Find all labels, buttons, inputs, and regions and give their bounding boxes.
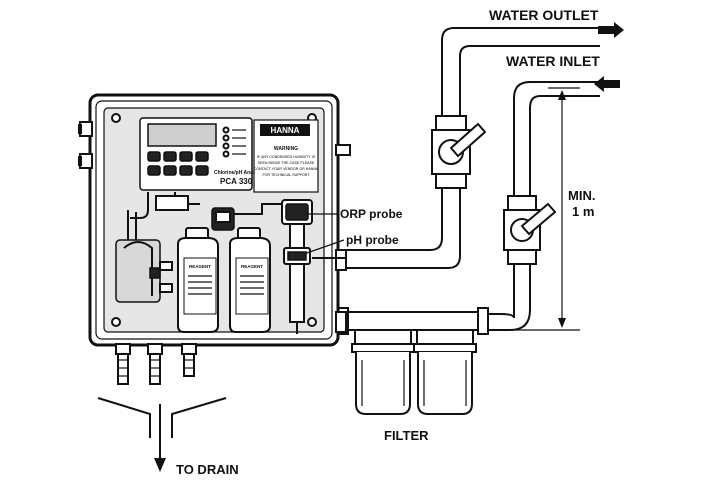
warning-line-2: SEEN INSIDE THE CASE PLEASE [258, 161, 315, 165]
bottle-1-label: REAGENT [189, 264, 211, 269]
filter-assembly [337, 307, 489, 415]
orp-probe-label: ORP probe [340, 207, 403, 221]
valve-handle-icon [520, 202, 557, 236]
inlet-valve [503, 195, 557, 265]
filter-housing-1 [351, 329, 415, 415]
min-label-line-1: MIN. [568, 188, 595, 203]
brand-logo-text: HANNA [271, 126, 300, 135]
arrow-right-icon [598, 22, 624, 38]
warning-line-3: CONTACT YOUR VENDOR OR HANNA [254, 167, 319, 171]
lcd-display [147, 123, 217, 147]
bottle-2-label: REAGENT [241, 264, 263, 269]
outlet-valve [431, 115, 487, 189]
ph-probe-label: pH probe [346, 233, 399, 247]
min-label-line-2: 1 m [572, 204, 594, 219]
controller-panel: Chlorine/pH Analyzer PCA 330 [139, 117, 264, 191]
analyzer-cabinet: Chlorine/pH Analyzer PCA 330 HANNA WARNI… [78, 93, 351, 385]
warning-line-4: FOR TECHNICAL SUPPORT [262, 173, 310, 177]
model-text: PCA 330 [220, 177, 253, 186]
filter-housing-2 [413, 329, 477, 415]
reagent-bottle-2: REAGENT [229, 227, 271, 333]
water-outlet-label: WATER OUTLET [489, 7, 599, 23]
series-text: Chlorine/pH Analyzer [214, 170, 264, 176]
warning-line-1: IF ANY CONDENSED HUMIDITY IS [257, 155, 316, 159]
water-inlet-label: WATER INLET [506, 53, 600, 69]
water-outlet-pipe [345, 27, 600, 269]
bottom-fittings [115, 343, 197, 385]
ph-probe-leader [303, 239, 345, 255]
keypad [147, 151, 209, 176]
reagent-bottle-1: REAGENT [177, 227, 219, 333]
drain-funnel [97, 397, 227, 472]
arrow-left-icon [594, 76, 620, 92]
to-drain-label: TO DRAIN [176, 462, 239, 477]
arrow-down-icon [154, 458, 166, 472]
warning-label: HANNA WARNING IF ANY CONDENSED HUMIDITY … [253, 119, 319, 193]
valve-handle-icon [449, 122, 487, 158]
min-height-dimension [490, 87, 580, 331]
pump-block [115, 239, 173, 303]
filter-label: FILTER [384, 428, 429, 443]
probe-flow-cell [281, 199, 345, 334]
warning-title: WARNING [274, 146, 298, 152]
water-inlet-pipe [480, 81, 600, 331]
